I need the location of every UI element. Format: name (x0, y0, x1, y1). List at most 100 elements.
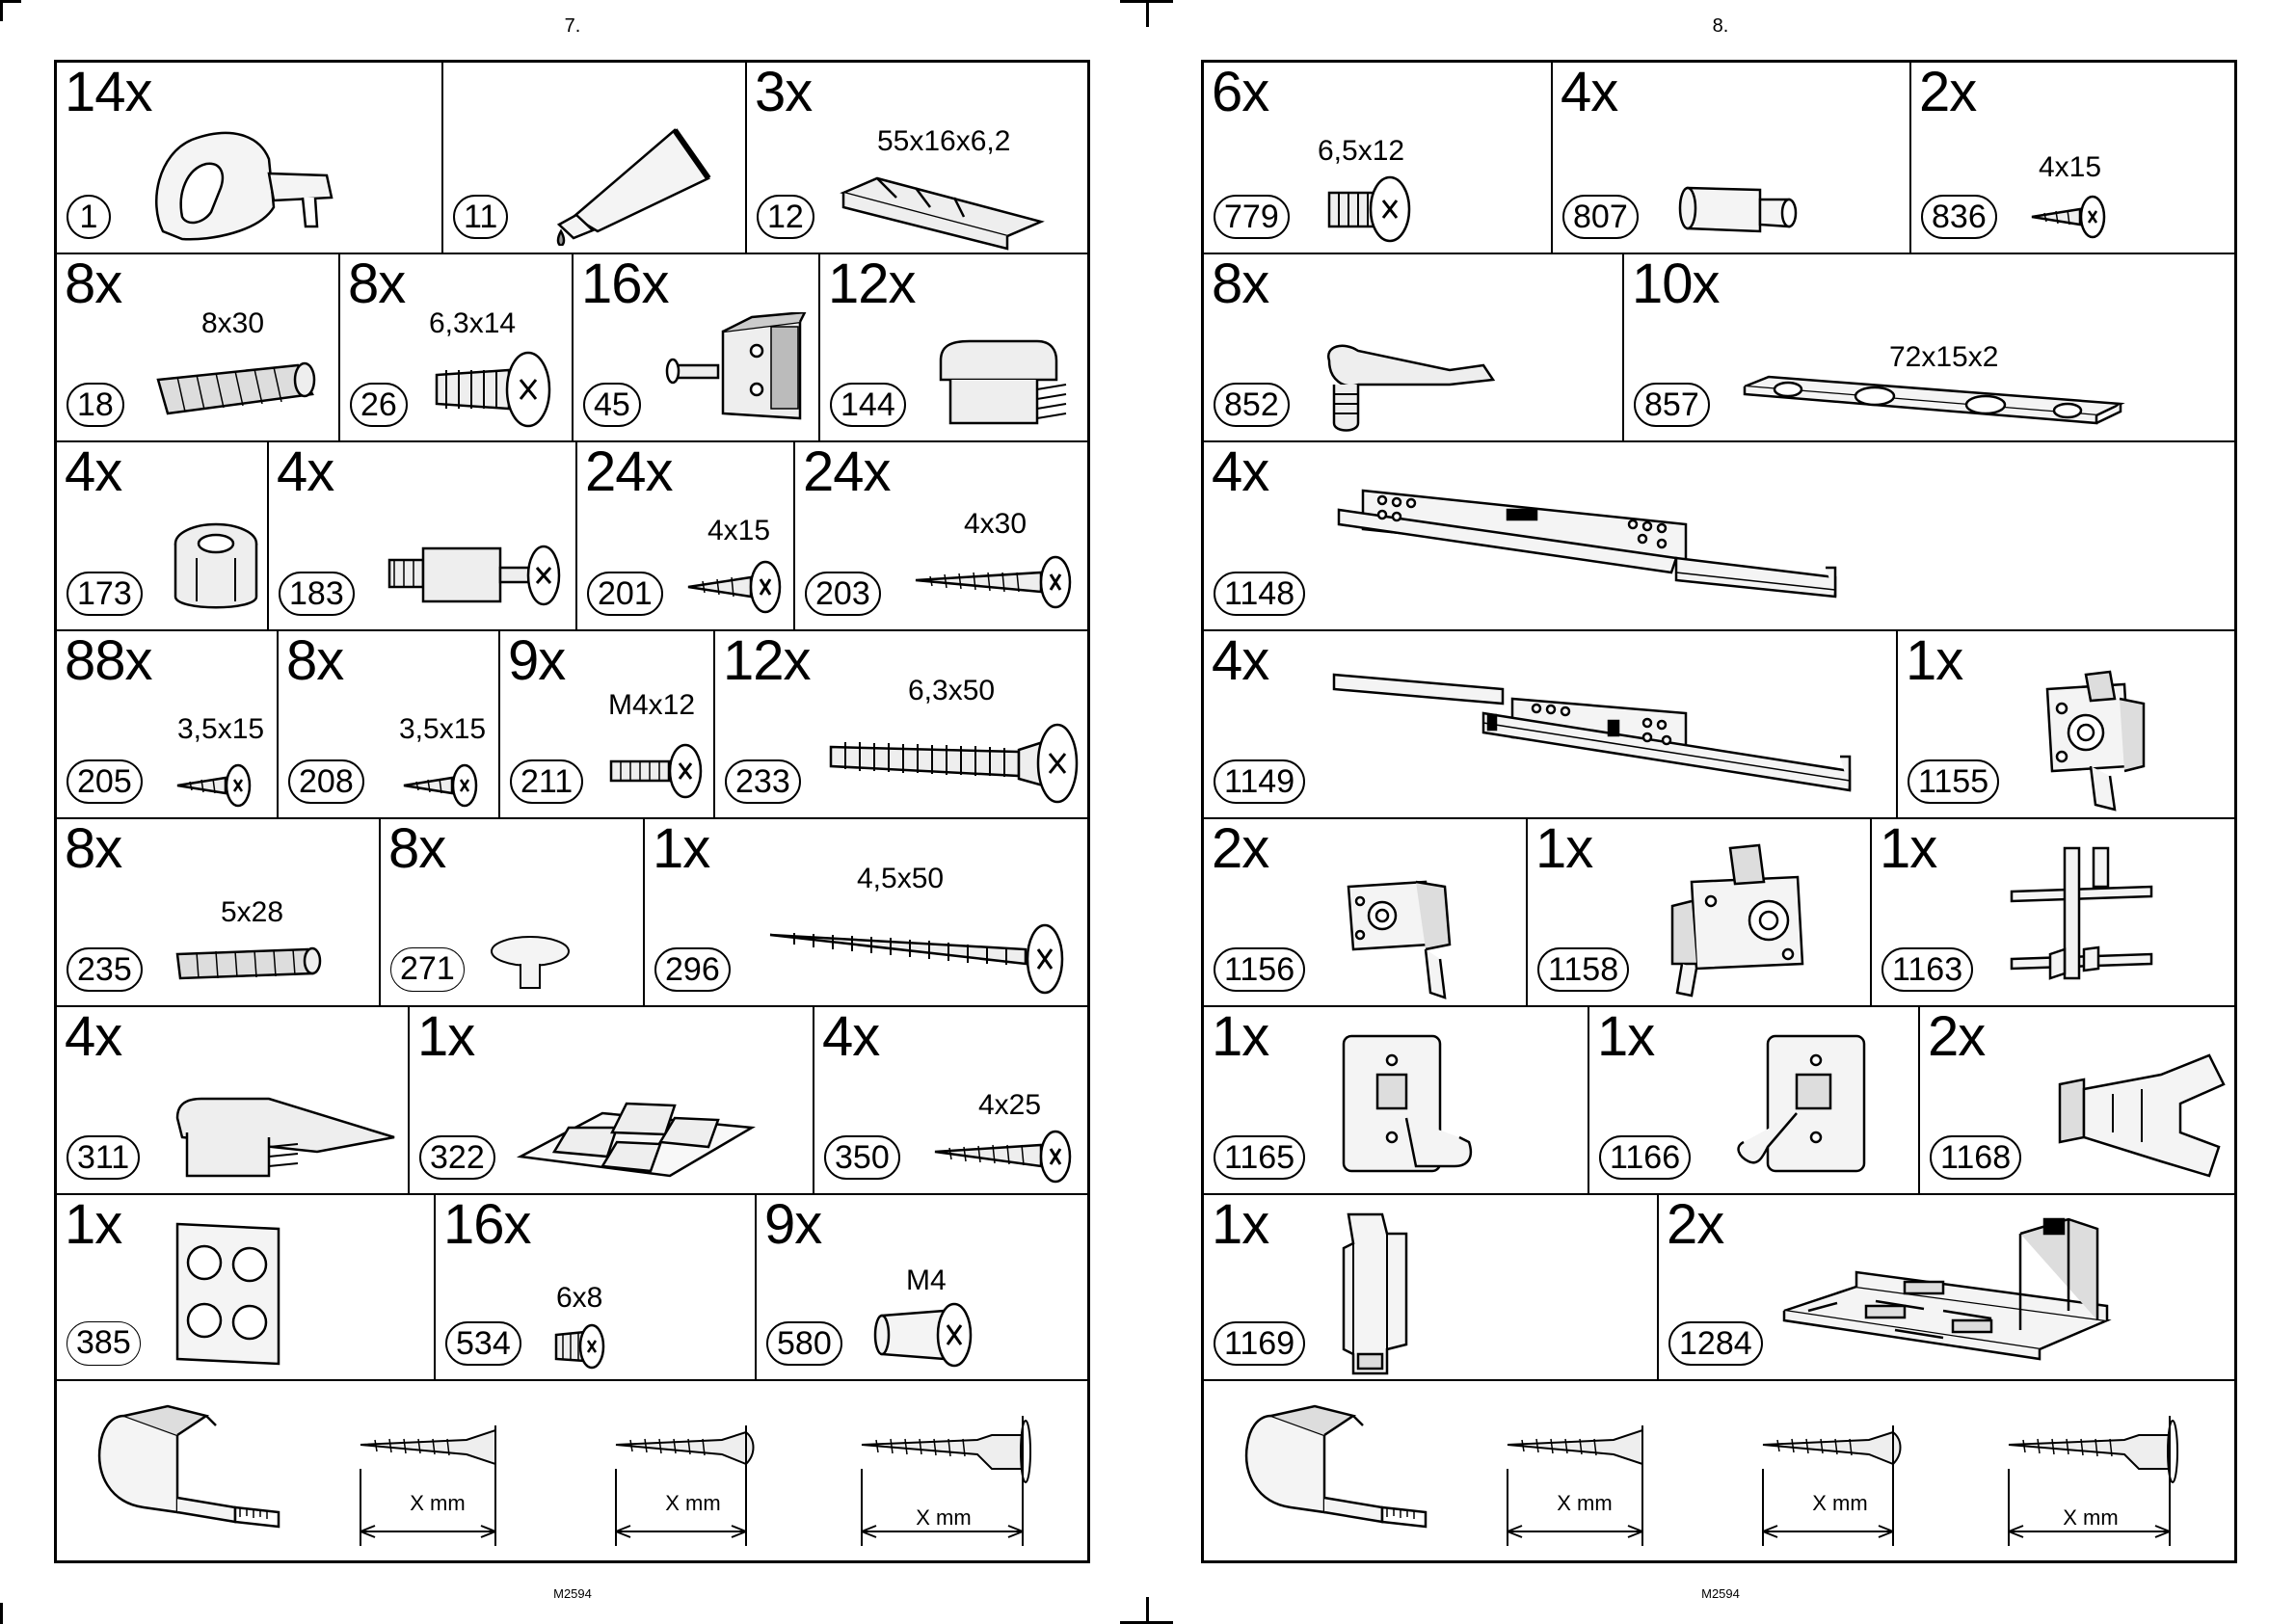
part-cell: 1x 385 (57, 1195, 436, 1379)
part-cell: 8x 3,5x15 208 (279, 631, 500, 817)
part-number: 233 (725, 759, 801, 804)
part-number: 211 (510, 759, 584, 804)
part-quantity: 2x (1212, 819, 1269, 880)
part-cell: 11 (443, 63, 747, 253)
part-quantity: 1x (1597, 1007, 1655, 1068)
part-number: 1165 (1214, 1135, 1306, 1180)
part-cell: 12x 144 (820, 254, 1087, 440)
raised-head-screw-icon (615, 1425, 755, 1546)
part-cell: 2x 4x15 836 (1911, 63, 2234, 253)
part-quantity: 8x (348, 254, 406, 315)
measure-label: X mm (1557, 1491, 1613, 1515)
part-quantity: 16x (581, 254, 670, 315)
part-quantity: 9x (508, 631, 566, 692)
crop-mark (1120, 0, 1173, 3)
part-number: 857 (1634, 383, 1710, 427)
part-cell: 14x 1 (57, 63, 443, 253)
part-number: 11 (453, 195, 509, 239)
cam-fitting-icon (173, 522, 258, 609)
part-cell: 4x 4x25 350 (814, 1007, 1087, 1193)
part-dimension: 4x30 (964, 508, 1027, 540)
hinge-clip-icon (1670, 843, 1804, 998)
part-cell: 1x 1165 (1204, 1007, 1589, 1193)
screw-measurement-guide: X mm X mm X mm (57, 1372, 1087, 1560)
part-quantity: 4x (1561, 63, 1618, 123)
part-quantity: 4x (65, 1007, 122, 1068)
screw-icon (687, 560, 782, 614)
part-quantity: 8x (286, 631, 344, 692)
part-dimension: 4x25 (978, 1089, 1042, 1121)
part-cell: 2x 1156 (1204, 819, 1528, 1005)
parts-row: 4x 1148 (1204, 442, 2234, 631)
bracket-icon (1342, 1034, 1473, 1173)
part-quantity: 16x (443, 1195, 532, 1256)
parts-row: 1x 1165 1x 1166 2x 1168 (1204, 1007, 2234, 1195)
spacer-icon (873, 1302, 973, 1368)
part-quantity: 4x (1212, 631, 1269, 692)
parts-row: 4x 173 4x 183 24x 4x15 201 (57, 442, 1087, 631)
footer-code-right: M2594 (1701, 1586, 1740, 1601)
measure-label: X mm (2063, 1505, 2119, 1530)
part-quantity: 1x (1212, 1195, 1269, 1256)
part-number: 201 (587, 572, 663, 616)
part-cell: 1x 1166 (1589, 1007, 1920, 1193)
parts-row: 6x 6,5x12 779 4x 807 2x 4x15 836 (1204, 63, 2234, 254)
part-number: 779 (1214, 195, 1290, 239)
part-dimension: 6,3x50 (908, 675, 996, 706)
measure-label: X mm (665, 1491, 721, 1515)
measure-label: X mm (1812, 1491, 1868, 1515)
crop-mark (0, 1603, 3, 1624)
part-cell: 88x 3,5x15 205 (57, 631, 279, 817)
part-quantity: 6x (1212, 63, 1269, 123)
screw-icon (769, 923, 1064, 995)
bracket-icon (1342, 1212, 1408, 1375)
part-quantity: 10x (1632, 254, 1721, 315)
part-cell: 8x 8x30 18 (57, 254, 340, 440)
part-quantity: 1x (417, 1007, 475, 1068)
part-cell: 4x 173 (57, 442, 269, 629)
part-number: 203 (805, 572, 881, 616)
part-cell: 2x 1284 (1659, 1195, 2234, 1379)
part-dimension: 4,5x50 (857, 863, 945, 894)
part-quantity: 3x (755, 63, 813, 123)
footer-code-left: M2594 (553, 1586, 592, 1601)
bolt-icon (609, 743, 703, 799)
part-number: 12 (757, 195, 814, 239)
measure-label: X mm (916, 1505, 972, 1530)
parts-row: 1x 1169 2x 1284 (1204, 1195, 2234, 1381)
part-number: 1169 (1214, 1321, 1306, 1366)
part-quantity: 4x (822, 1007, 880, 1068)
part-cell: 1x 1163 (1872, 819, 2234, 1005)
part-number: 385 (67, 1321, 141, 1366)
screw-icon (829, 723, 1079, 804)
part-quantity: 24x (803, 442, 892, 503)
part-cell: 16x 6x8 534 (436, 1195, 757, 1379)
part-number: 807 (1562, 195, 1639, 239)
parts-row: 14x 1 11 3x 55x16x6,2 12 (57, 63, 1087, 254)
part-dimension: 3,5x15 (177, 713, 265, 745)
part-number: 296 (654, 947, 731, 992)
part-cell: 1x 1169 (1204, 1195, 1659, 1379)
part-number: 311 (67, 1135, 141, 1180)
part-quantity: 1x (65, 1195, 122, 1256)
cam-lock-icon (155, 131, 334, 241)
measuring-tape-icon (97, 1404, 280, 1529)
part-number: 322 (419, 1135, 495, 1180)
screw-icon (934, 1130, 1072, 1184)
part-cell: 2x 1168 (1920, 1007, 2234, 1193)
parts-row: 88x 3,5x15 205 8x 3,5x15 208 9x M4x12 (57, 631, 1087, 819)
part-number: 1149 (1214, 759, 1306, 804)
part-cell: 4x 1148 (1204, 442, 2234, 629)
part-cell: 1x 322 (410, 1007, 814, 1193)
bracket-icon (1737, 1034, 1866, 1173)
pan-head-screw-icon (861, 1416, 1031, 1546)
screw-icon (403, 763, 478, 808)
screw-measurement-guide: X mm X mm X mm (1204, 1372, 2234, 1560)
end-cap-icon (175, 1097, 395, 1178)
connector-bracket-icon (665, 312, 807, 420)
parts-row: 1x 385 16x 6x8 534 9x M4 580 (57, 1195, 1087, 1381)
part-quantity: 9x (764, 1195, 822, 1256)
part-quantity: 4x (65, 442, 122, 503)
part-quantity: 1x (1906, 631, 1963, 692)
part-dimension: 6,3x14 (429, 307, 517, 339)
